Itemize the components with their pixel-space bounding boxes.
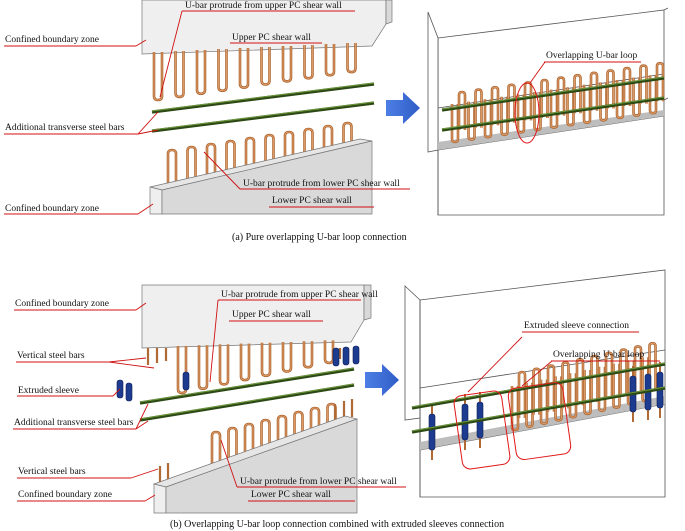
label-confined-bottom-b: Confined boundary zone <box>18 489 112 500</box>
extruded-sleeve <box>342 346 350 366</box>
extruded-sleeve <box>428 413 436 451</box>
extruded-sleeves-b <box>116 345 360 402</box>
u-bar <box>655 61 665 102</box>
transverse-bars-b <box>139 367 355 422</box>
u-bar <box>561 361 570 409</box>
label-extruded-conn-b: Extruded sleeve connection <box>524 321 629 331</box>
u-bar <box>323 340 335 365</box>
u-bar <box>238 48 250 89</box>
label-vertical-bottom-b: Vertical steel bars <box>18 467 86 477</box>
panel-b-labels: Confined boundary zone U-bar protrude fr… <box>13 289 406 502</box>
u-bar <box>260 342 272 378</box>
right-arrow-icon <box>386 92 420 124</box>
u-bar <box>303 45 314 80</box>
label-transverse-a: Additional transverse steel bars <box>5 123 125 133</box>
u-bar <box>507 83 516 123</box>
u-bar <box>589 71 599 111</box>
u-bar <box>575 357 585 406</box>
label-ubar-lower-a: U-bar protrude from lower PC shear wall <box>243 178 400 189</box>
u-bar <box>324 44 336 77</box>
panel-a-exploded <box>141 0 393 215</box>
u-bar <box>523 81 533 121</box>
caption-a: (a) Pure overlapping U-bar loop connecti… <box>232 232 407 243</box>
u-bar <box>573 73 582 114</box>
upper-wall-b <box>141 284 365 349</box>
label-sleeve-b: Extruded sleeve <box>18 386 79 396</box>
upper-wall-a <box>141 0 387 55</box>
label-ubar-upper-b: U-bar protrude from upper PC shear wall <box>221 289 378 300</box>
label-confined-top-a: Confined boundary zone <box>5 34 99 45</box>
label-upper-wall-b: Upper PC shear wall <box>232 310 311 320</box>
lower-wall-b <box>153 483 167 514</box>
u-bar <box>622 66 632 106</box>
upper-u-bars-b <box>176 340 335 395</box>
u-bar <box>260 47 271 86</box>
label-confined-bottom-a: Confined boundary zone <box>5 203 99 214</box>
u-bar <box>546 364 556 412</box>
upper-u-bars-a <box>152 43 357 102</box>
extruded-sleeve <box>125 382 133 402</box>
panel-b-assembled: Extruded sleeve connection Overlapping U… <box>404 269 666 498</box>
u-bar <box>218 344 230 386</box>
label-transverse-b: Additional transverse steel bars <box>14 418 134 428</box>
caption-b: (b) Overlapping U-bar loop connection co… <box>170 519 504 530</box>
panel-a-assembled: Overlapping U-bar loop <box>427 7 669 216</box>
u-bar <box>302 341 314 369</box>
u-bar <box>281 46 293 83</box>
u-bar <box>612 363 621 409</box>
panel-a-labels: Confined boundary zone U-bar protrude fr… <box>4 0 410 215</box>
label-vertical-top-b: Vertical steel bars <box>17 351 85 361</box>
overlap-highlight-a <box>514 82 540 144</box>
lower-u-bars-b <box>210 402 337 482</box>
label-ubar-lower-b: U-bar protrude from lower PC shear wall <box>240 476 397 487</box>
u-bar <box>474 88 483 128</box>
u-bar <box>174 51 185 99</box>
overlap-highlight-b <box>507 382 572 461</box>
u-bar <box>590 354 599 402</box>
label-lower-wall-b: Lower PC shear wall <box>251 490 331 500</box>
extruded-sleeve <box>332 347 340 367</box>
u-bar <box>195 50 207 96</box>
u-bar <box>556 76 566 116</box>
u-bar <box>540 78 549 118</box>
u-bar <box>281 342 293 373</box>
u-bar <box>490 85 500 126</box>
label-confined-top-b: Confined boundary zone <box>15 298 109 309</box>
label-overlap-a: Overlapping U-bar loop <box>546 51 638 61</box>
u-bar <box>606 69 615 109</box>
label-overlap-b: Overlapping U-bar loop <box>553 350 645 360</box>
label-upper-wall-a: Upper PC shear wall <box>232 33 311 43</box>
u-bar <box>457 90 467 130</box>
transverse-bars-a <box>151 82 375 133</box>
right-arrow-icon <box>365 364 399 396</box>
u-bar <box>239 343 251 382</box>
panel-b-exploded <box>116 284 372 514</box>
u-bar <box>197 345 209 390</box>
u-bar <box>639 64 648 104</box>
u-bar <box>217 49 228 92</box>
lower-u-bars-a <box>166 121 353 188</box>
u-bar <box>510 386 520 432</box>
extruded-sleeve <box>352 345 360 365</box>
label-lower-wall-a: Lower PC shear wall <box>272 196 352 206</box>
label-ubar-upper-a: U-bar protrude from upper PC shear wall <box>185 0 342 11</box>
extruded-sleeve <box>182 371 190 391</box>
extruded-sleeve-highlight-b <box>453 390 511 470</box>
lower-wall-a <box>149 186 163 215</box>
u-bar <box>346 43 357 74</box>
